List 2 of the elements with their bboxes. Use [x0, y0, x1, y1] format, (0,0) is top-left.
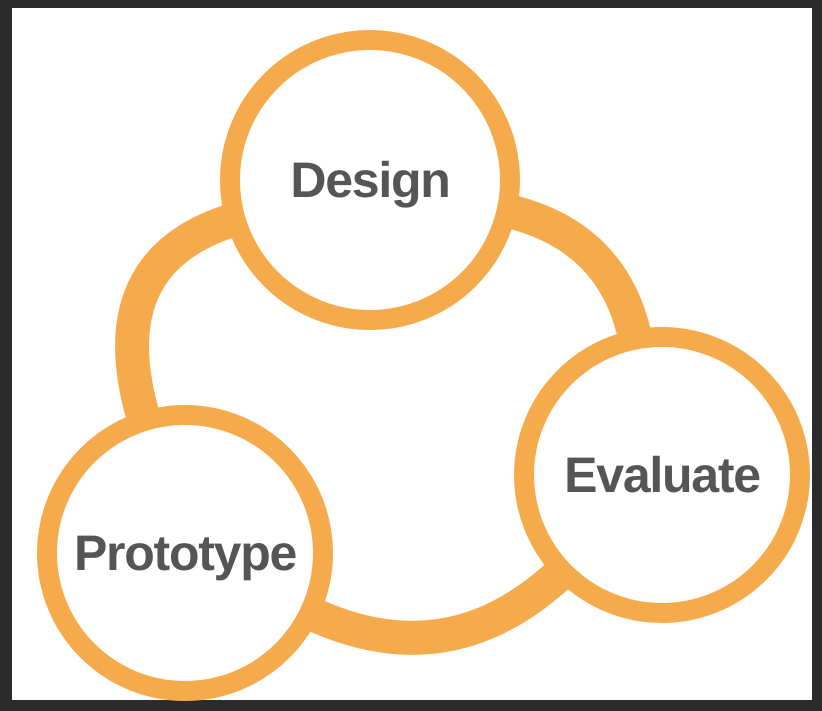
- stage-label: Prototype: [74, 528, 296, 578]
- stage-label: Evaluate: [564, 450, 760, 500]
